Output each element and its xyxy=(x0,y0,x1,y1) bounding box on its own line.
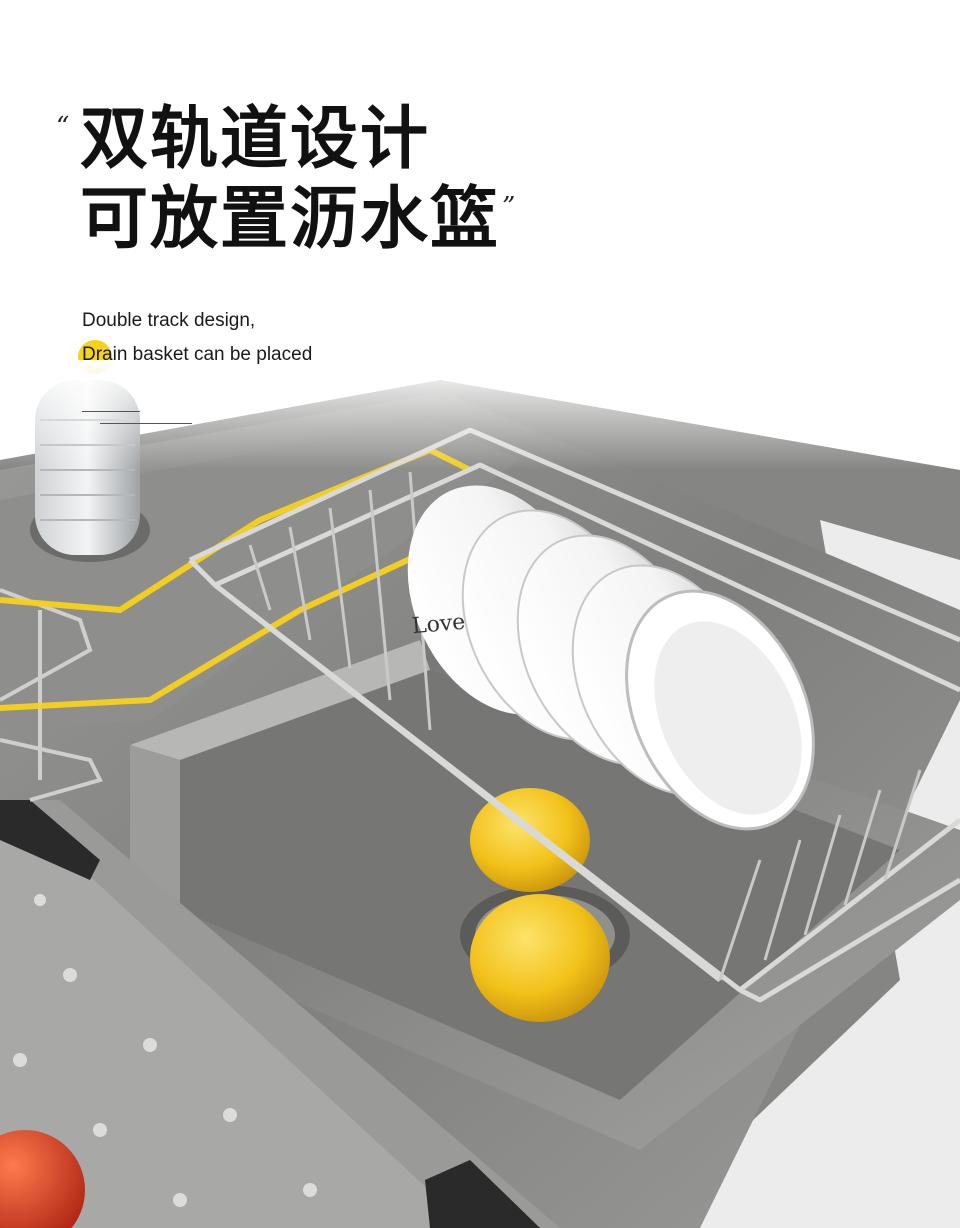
tray-clip-right xyxy=(425,1160,540,1228)
subtitle-line-1: Double track design, xyxy=(82,310,256,331)
divider-long xyxy=(100,423,192,424)
lemon-back xyxy=(470,788,590,892)
headline: 双轨道设计 可放置沥水篮 xyxy=(80,100,500,260)
tray-clip-left xyxy=(0,800,100,880)
open-quote: “ xyxy=(56,112,70,142)
subtitle-line-2: Drain basket can be placed xyxy=(82,344,313,365)
lemon-front xyxy=(470,894,610,1022)
subtitle: Double track design, Drain basket can be… xyxy=(78,304,313,374)
bowl-stack xyxy=(407,485,815,831)
tomato xyxy=(0,1130,85,1228)
colander-holes xyxy=(13,894,317,1207)
headline-line-1: 双轨道设计 xyxy=(80,100,431,179)
headline-line-2: 可放置沥水篮 xyxy=(80,180,501,259)
divider-short xyxy=(82,411,140,412)
bowl-print-text: Love xyxy=(411,609,467,640)
close-quote: ” xyxy=(502,192,516,222)
